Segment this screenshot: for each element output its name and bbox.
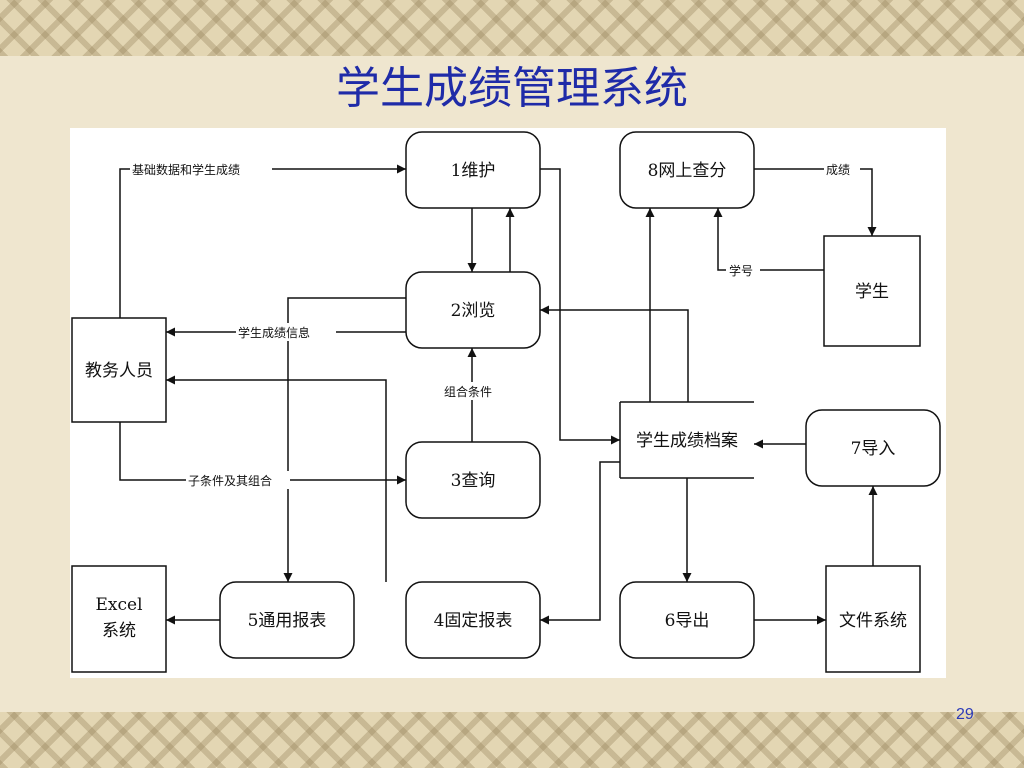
node-import-label: 7导入 bbox=[851, 439, 896, 459]
node-browse-label: 2浏览 bbox=[451, 301, 496, 321]
node-general-report-label: 5通用报表 bbox=[248, 611, 327, 631]
entity-excel-box bbox=[71, 565, 167, 673]
entity-student-label: 学生 bbox=[855, 282, 889, 302]
node-maintain-label: 1维护 bbox=[451, 161, 496, 181]
entity-file-system-label: 文件系统 bbox=[839, 611, 907, 631]
entity-academic-staff-box bbox=[71, 317, 167, 423]
data-store-label: 学生成绩档案 bbox=[636, 431, 738, 451]
node-query-label: 3查询 bbox=[451, 471, 496, 491]
flow-student-id bbox=[713, 208, 824, 271]
entity-excel-label-line1: Excel bbox=[95, 595, 142, 615]
label-sub-cond: 子条件及其组合 bbox=[188, 473, 272, 488]
data-flow-diagram: 基础数据和学生成绩 学生成绩信息 组合条件 子条件及其组合 成绩 学号 1维护 … bbox=[71, 131, 941, 673]
node-online-score-label: 8网上查分 bbox=[648, 161, 727, 181]
slide-title: 学生成绩管理系统 bbox=[336, 63, 688, 114]
label-student-id: 学号 bbox=[729, 263, 753, 278]
decorative-top-border bbox=[0, 0, 1024, 56]
label-basic-data: 基础数据和学生成绩 bbox=[132, 162, 240, 177]
node-online-score-box bbox=[619, 131, 755, 209]
flow-archive-to-browse bbox=[540, 305, 689, 402]
flow-score-to-student bbox=[754, 168, 877, 236]
label-score: 成绩 bbox=[826, 163, 850, 177]
label-combined-cond: 组合条件 bbox=[444, 384, 492, 399]
page-number: 29 bbox=[956, 706, 974, 723]
flow-fixed-report-to-staff bbox=[166, 375, 387, 582]
diagram-panel: 基础数据和学生成绩 学生成绩信息 组合条件 子条件及其组合 成绩 学号 1维护 … bbox=[70, 128, 946, 678]
node-export-label: 6导出 bbox=[665, 611, 710, 631]
flow-archive-to-fixed-report bbox=[540, 461, 620, 625]
node-fixed-report-label: 4固定报表 bbox=[434, 611, 513, 631]
node-maintain-box bbox=[405, 131, 541, 209]
decorative-bottom-border bbox=[0, 712, 1024, 768]
entity-academic-staff-label: 教务人员 bbox=[85, 361, 153, 381]
entity-excel-label-line2: 系统 bbox=[102, 621, 136, 641]
label-score-info: 学生成绩信息 bbox=[238, 325, 310, 340]
flow-sub-cond bbox=[119, 422, 406, 485]
flow-basic-data bbox=[119, 164, 406, 318]
flow-maintain-to-archive bbox=[540, 168, 620, 445]
entity-student-box bbox=[823, 235, 921, 347]
